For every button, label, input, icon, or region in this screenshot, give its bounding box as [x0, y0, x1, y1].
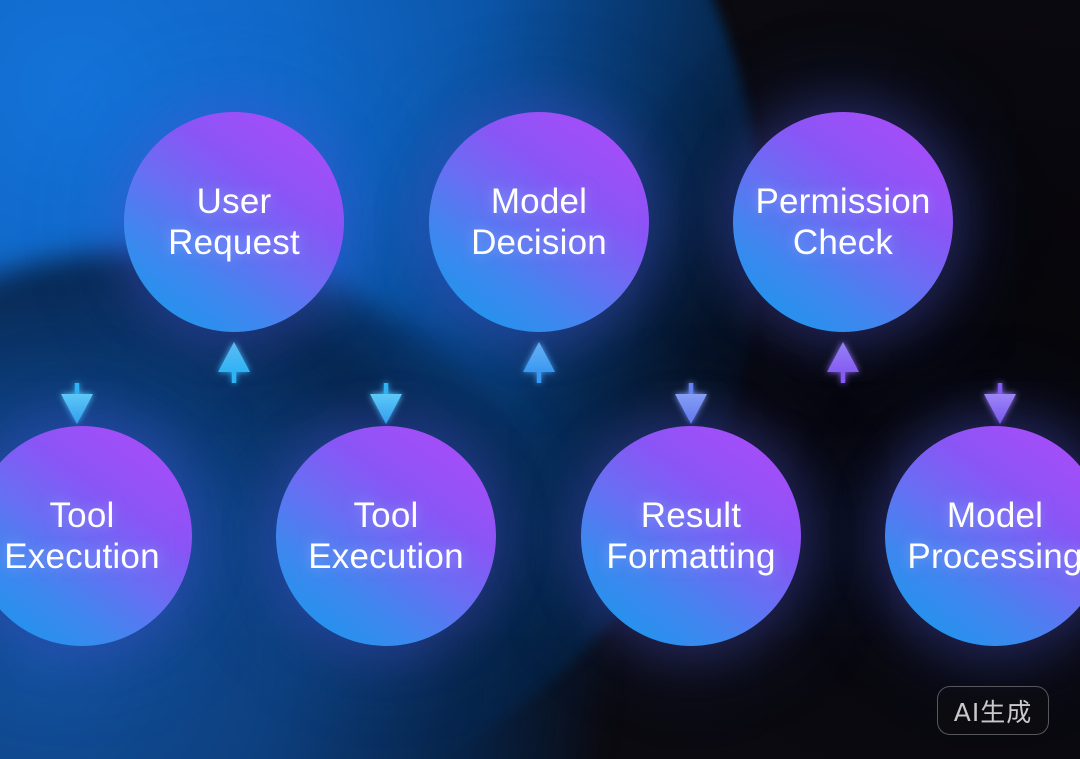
- node-user-request-label: User Request: [168, 181, 300, 262]
- node-result-formatting[interactable]: Result Formatting: [581, 426, 801, 646]
- node-tool-execution-2[interactable]: Tool Execution: [276, 426, 496, 646]
- node-model-decision[interactable]: Model Decision: [429, 112, 649, 332]
- node-result-formatting-label: Result Formatting: [606, 495, 776, 576]
- ai-generated-watermark-label: AI生成: [953, 697, 1033, 727]
- node-tool-execution-2-label: Tool Execution: [308, 495, 464, 576]
- node-model-processing-label: Model Processing: [907, 495, 1080, 576]
- node-permission-check[interactable]: Permission Check: [733, 112, 953, 332]
- node-user-request[interactable]: User Request: [124, 112, 344, 332]
- node-tool-execution-1[interactable]: Tool Execution: [0, 426, 192, 646]
- ai-generated-watermark: AI生成: [937, 686, 1049, 735]
- node-tool-execution-1-label: Tool Execution: [4, 495, 160, 576]
- node-model-decision-label: Model Decision: [471, 181, 607, 262]
- node-model-processing[interactable]: Model Processing: [885, 426, 1080, 646]
- node-permission-check-label: Permission Check: [755, 181, 931, 262]
